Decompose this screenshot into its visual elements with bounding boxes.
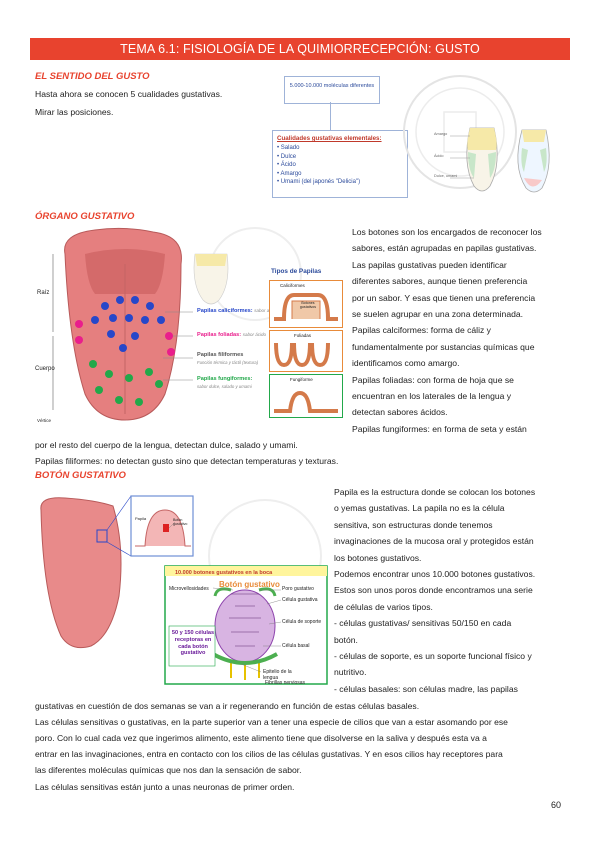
label-foliadas: Papilas foliadas: sabor ácido — [197, 332, 266, 338]
bud-label-fibrillas: Fibrillas nerviosas — [265, 680, 306, 686]
organo-line: sabores, están agrupadas en papilas gust… — [352, 243, 537, 254]
sentido-line-1: Hasta ahora se conocen 5 cualidades gust… — [35, 89, 223, 99]
boton-line: - células de soporte, es un soporte func… — [334, 651, 532, 662]
bud-receptors: 50 y 150 células receptoras en cada botó… — [171, 630, 215, 657]
organo-line: Los botones son los encargados de recono… — [352, 227, 542, 237]
organo-line: se suelen agrupar en una zona determinad… — [352, 309, 524, 320]
caliciformes-drawing — [274, 293, 338, 321]
organo-line: Papilas fungiformes: en forma de seta y … — [352, 423, 527, 434]
bud-label-poro: Poro gustativo — [282, 586, 314, 592]
organo-line: diferentes sabores, aunque tienen prefer… — [352, 276, 528, 287]
boton-full-line-4: entrar en las invaginaciones, entra en c… — [35, 749, 503, 759]
quality-item: • Amargo — [277, 170, 302, 177]
sentido-line-2: Mirar las posiciones. — [35, 107, 114, 117]
quality-item: • Salado — [277, 145, 300, 151]
label-caliciformes: Papilas caliciformes: sabor amargo — [197, 308, 282, 314]
boton-line: - células basales: son células madre, la… — [334, 683, 518, 694]
organo-line: encuentran en los laterales de la lengua… — [352, 391, 512, 402]
quality-item: • Dulce — [277, 153, 297, 160]
zoom-label-papila: Papila — [135, 516, 147, 521]
bud-label-microvellosidades: Microvellosidades — [169, 586, 209, 592]
tipos-title: Tipos de Papilas — [271, 268, 322, 275]
boton-line: sensitiva, son estructuras donde tenemos — [334, 519, 493, 530]
section-title-organo: ÓRGANO GUSTATIVO — [35, 211, 135, 222]
organo-line: Papilas foliadas: con forma de hoja que … — [352, 374, 514, 385]
boton-line: Estos son unos poros donde encontramos u… — [334, 585, 533, 596]
bud-label-epitelio: Epitelio de la lengua — [263, 669, 292, 681]
bud-banner: 10.000 botones gustativos en la boca — [175, 570, 273, 576]
qualities-list: • Salado • Dulce • Ácido • Amargo • Umam… — [277, 144, 403, 187]
boton-line: invaginaciones de la mucosa oral y prote… — [334, 536, 534, 547]
molecules-label: 5.000-10.000 moléculas diferentes — [289, 83, 375, 89]
figure-tongue-papillae: Raíz Cuerpo Vértice Papilas caliciformes… — [35, 224, 345, 424]
boton-line: de células de varios tipos. — [334, 601, 433, 612]
boton-line: los botones gustativos. — [334, 552, 422, 563]
boton-line: nutritivo. — [334, 667, 367, 678]
foliadas-drawing — [274, 342, 330, 368]
label-fungiformes-note: sabor dulce, salado y umami — [197, 384, 252, 389]
qualities-box: Cualidades gustativas elementales: • Sal… — [272, 130, 408, 198]
label-vertice: Vértice — [37, 418, 52, 423]
tipo-caliciformes-label: Caliciformes — [280, 283, 305, 288]
organo-paragraph: Los botones son los encargados de recono… — [352, 224, 578, 437]
molecules-box: 5.000-10.000 moléculas diferentes — [284, 76, 380, 104]
organo-line: fundamentalmente por sustancias químicas… — [352, 341, 535, 352]
organo-line: identificamos como amargo. — [352, 358, 460, 369]
section-title-sentido: EL SENTIDO DEL GUSTO — [35, 71, 150, 82]
tipo-foliadas-label: Foliadas — [294, 333, 312, 338]
quality-item: • Ácido — [277, 162, 296, 169]
organo-full-line-1: por el resto del cuerpo de la lengua, de… — [35, 440, 298, 450]
figure-taste-qualities: 5.000-10.000 moléculas diferentes Cualid… — [262, 66, 564, 198]
tipo-fungiforme-label: Fungiforme — [290, 377, 313, 382]
boton-full-line-6: Las células sensitivas están junto a una… — [35, 782, 295, 792]
figure-taste-bud: 10.000 botones gustativos en la boca Bot… — [35, 486, 331, 686]
boton-paragraph: Papila es la estructura donde se colocan… — [334, 484, 580, 697]
organo-full-line-2: Papilas filiformes: no detectan gusto si… — [35, 456, 339, 466]
zoom-label-boton: Botón gustativo — [173, 518, 188, 526]
boton-line: o yemas gustativas. La papila no es la c… — [334, 503, 505, 514]
boton-full-line-1: gustativas en cuestión de dos semanas se… — [35, 701, 420, 711]
boton-line: Papila es la estructura donde se colocan… — [334, 487, 536, 497]
organo-line: por un sabor. Y esas que tienen una pref… — [352, 292, 536, 303]
tongue-anatomy-drawing — [52, 227, 302, 421]
bud-title: Botón gustativo — [219, 580, 280, 589]
label-fungiformes: Papilas fungiformes: — [197, 376, 253, 382]
tongue-map-illustration — [450, 127, 550, 193]
fungiforme-drawing — [274, 390, 338, 413]
page-number: 60 — [551, 800, 562, 810]
tongue-label-amargo: Amargo — [434, 132, 448, 136]
bud-label-celula-gustativa: Célula gustativa — [282, 597, 318, 603]
boton-line: - células gustativas/ sensitivas 50/150 … — [334, 618, 512, 629]
organo-line: Papilas calciformes: forma de cáliz y — [352, 325, 491, 336]
tipo-caliciformes-sub: Botones gustativos — [299, 301, 317, 310]
boton-line: Podemos encontrar unos 10.000 botones gu… — [334, 569, 536, 580]
section-title-boton: BOTÓN GUSTATIVO — [35, 470, 126, 481]
tongue-label-acido: Ácido — [434, 154, 444, 158]
label-cuerpo: Cuerpo — [35, 366, 55, 372]
page-header: TEMA 6.1: FISIOLOGÍA DE LA QUIMIORRECEPC… — [30, 38, 570, 60]
tipo-caliciformes-box: Caliciformes Botones gustativos — [269, 280, 343, 328]
organo-line: detectan sabores ácidos. — [352, 407, 448, 418]
label-filiformes-note: Función térmica y táctil (textura) — [197, 360, 259, 365]
label-raiz: Raíz — [37, 290, 50, 296]
boton-full-line-3: poro. Con lo cual cada vez que ingerimos… — [35, 733, 487, 743]
boton-full-line-5: las diferentes moléculas químicas que no… — [35, 765, 302, 775]
boton-full-line-2: Las células sensitivas o gustativas, en … — [35, 717, 508, 727]
bud-label-celula-soporte: Célula de soporte — [282, 619, 322, 625]
tipo-foliadas-box: Foliadas — [269, 330, 343, 372]
connector-line — [330, 102, 331, 130]
boton-line: botón. — [334, 634, 358, 645]
organo-line: Las papilas gustativas pueden identifica… — [352, 259, 507, 270]
label-filiformes: Papilas filiformes — [197, 352, 244, 358]
bud-label-celula-basal: Célula basal — [282, 643, 310, 649]
tongue-label-dulce: Dulce, umami — [434, 174, 458, 178]
taste-bud-drawing — [40, 495, 328, 685]
qualities-title: Cualidades gustativas elementales: — [277, 135, 382, 142]
tipo-fungiforme-box: Fungiforme — [269, 374, 343, 418]
quality-item: • Umami (del japonés "Delicia") — [277, 179, 361, 186]
